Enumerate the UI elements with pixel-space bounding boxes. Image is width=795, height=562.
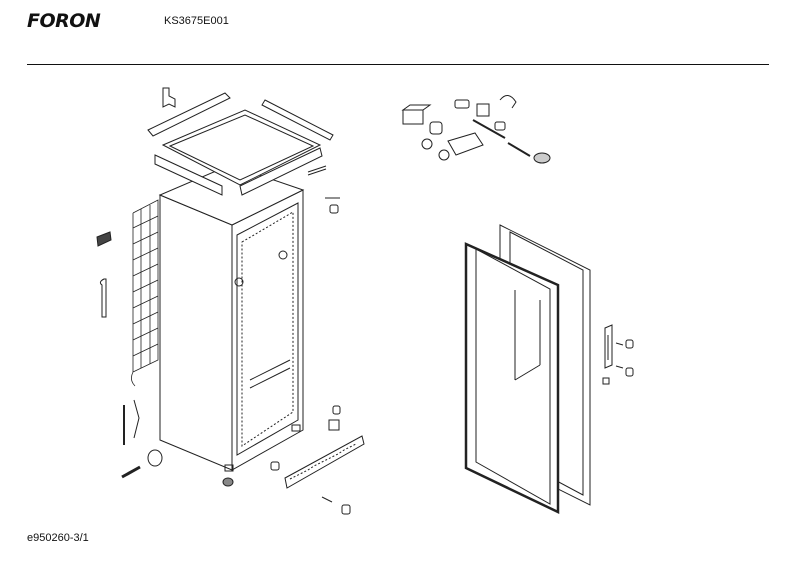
small-fasteners: [271, 406, 350, 514]
control-assembly: [403, 95, 550, 163]
screw-part: [325, 198, 340, 213]
brand-logo: FORON: [27, 10, 101, 32]
top-cover: [148, 88, 333, 195]
model-number: KS3675E001: [164, 15, 229, 27]
tube-part: [100, 279, 106, 317]
thermostat-probe-part: [124, 400, 139, 445]
foot-part: [223, 478, 233, 486]
condenser-grid: [131, 200, 158, 386]
door-assembly: [466, 225, 590, 512]
drawing-code: e950260-3/1: [27, 532, 89, 544]
base-grille: [285, 436, 364, 488]
bracket-part: [97, 232, 111, 246]
header-divider: [27, 64, 769, 65]
cabinet-body: [160, 165, 303, 471]
cylinder-part: [122, 450, 162, 477]
door-handle: [603, 325, 633, 384]
